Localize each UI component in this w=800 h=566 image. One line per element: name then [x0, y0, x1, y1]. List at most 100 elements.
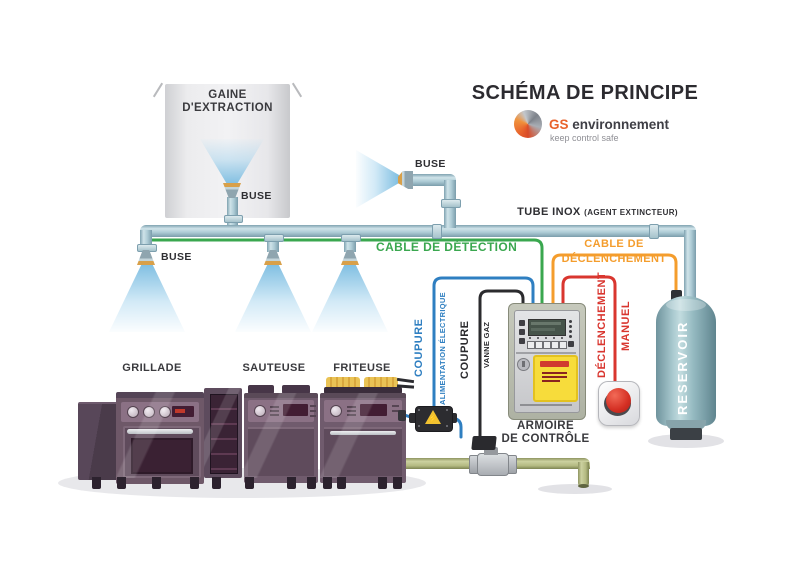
appliance-foot [190, 477, 199, 489]
pipe-joint-branch [441, 199, 461, 208]
saute-tray-2 [282, 385, 310, 394]
fryer-label: FRITEUSE [333, 362, 391, 374]
nozzle-3 [341, 250, 359, 265]
gas-valve-neck [484, 447, 498, 455]
manual-trigger-label-line1: DÉCLENCHEMENT [596, 271, 608, 378]
cabinet-indicator [519, 320, 525, 326]
pipe-joint-stub-3 [341, 234, 361, 242]
cabinet-indicator [519, 329, 525, 335]
saute-vent-2 [270, 410, 279, 412]
cabinet-button[interactable] [551, 341, 559, 349]
cabinet-label-line2: DE CONTRÔLE [501, 432, 590, 445]
cabinet-lcd-row [531, 322, 561, 325]
cabinet-led [569, 330, 572, 333]
duct-label-line1: GAINE [208, 89, 247, 101]
cut-gas-label: COUPURE [459, 320, 471, 379]
pipe-joint-stub-2 [264, 234, 284, 242]
sticker-text-line [542, 380, 560, 382]
oven-window [131, 438, 193, 474]
cable-trigger-line2: DÉCLENCHEMENT [561, 253, 667, 265]
gas-pipe-shadow [538, 484, 612, 494]
sticker-text-line [542, 372, 567, 374]
fryer-vent-2 [347, 410, 356, 412]
cabinet-indicator [519, 338, 525, 344]
appliance-foot [337, 477, 346, 489]
appliance-foot [287, 477, 296, 489]
cabinet-button-dark[interactable] [568, 341, 574, 347]
rack-interior [210, 394, 238, 474]
cabinet-led [569, 335, 572, 338]
pipe-joint-duct-stem [224, 215, 243, 223]
pipe-joint-main-2 [649, 224, 659, 239]
gas-pipe-elbow [578, 462, 589, 487]
appliance-foot [152, 477, 161, 489]
reservoir-label: RESERVOIR [675, 320, 690, 415]
saute-tray-1 [248, 385, 274, 394]
cabinet-button[interactable] [535, 341, 543, 349]
sticker-text-line [542, 376, 567, 378]
fryer-vent-1 [347, 406, 356, 408]
junction-box-screw [446, 425, 448, 427]
fryer-vent-5 [392, 410, 399, 412]
nozzle-duct [223, 183, 241, 198]
gas-pipe-opening [578, 484, 589, 488]
nozzle-top-label: BUSE [415, 158, 446, 170]
saute-display [283, 404, 308, 416]
cabinet-lcd-row [531, 328, 555, 331]
nozzle-top [398, 171, 413, 189]
junction-box-screw [418, 409, 420, 411]
power-cut-cable [432, 276, 535, 408]
sticker-header-band [540, 361, 569, 367]
brand-logo-text: GS environnement [549, 117, 669, 132]
junction-box-lug-right [449, 413, 457, 423]
cabinet-led [561, 337, 563, 339]
appliance-foot [92, 477, 101, 489]
duct-label: GAINE D'EXTRACTION [165, 89, 290, 114]
tube-inox-paren: (AGENT EXTINCTEUR) [584, 208, 678, 217]
oven-knob-2 [143, 406, 155, 418]
nozzle-left-label: BUSE [161, 251, 192, 263]
junction-box-screw [446, 409, 448, 411]
saute-vent-6 [310, 415, 316, 417]
appliance-foot [245, 477, 254, 489]
cabinet-button[interactable] [527, 341, 535, 349]
cabinet-label-line1: ARMOIRE [516, 420, 575, 432]
cabinet-led [553, 337, 555, 339]
tube-inox-main: TUBE INOX [517, 206, 581, 218]
reservoir-base [670, 428, 702, 440]
appliance-foot [323, 477, 332, 489]
brand-tagline: keep control safe [550, 133, 619, 143]
gas-valve-body [477, 453, 509, 476]
duct-label-line2: D'EXTRACTION [182, 101, 273, 114]
junction-box-screw [418, 425, 420, 427]
fryer-knob [330, 405, 342, 417]
fryer-vent-3 [347, 414, 356, 416]
saute-vent-1 [270, 406, 279, 408]
saute-knob [254, 405, 266, 417]
appliance-foot [307, 477, 316, 489]
page-title: SCHÉMA DE PRINCIPE [471, 82, 699, 104]
cut-gas-sublabel: VANNE GAZ [482, 321, 491, 368]
brand-logo-icon [514, 110, 542, 138]
cabinet-left [78, 402, 118, 480]
cabinet-led [569, 320, 572, 323]
cabinet-led [569, 325, 572, 328]
reservoir-skirt [666, 420, 706, 430]
detection-cable [150, 238, 544, 314]
manual-trigger-button[interactable] [606, 388, 631, 413]
cut-power-label: COUPURE [413, 318, 425, 377]
cabinet-led [529, 337, 531, 339]
lightning-bolt-icon: ⚡ [428, 414, 438, 423]
cabinet-led [545, 337, 547, 339]
pipe-reservoir-drop [684, 230, 696, 302]
fryer-door [324, 427, 402, 476]
fryer-basket-rim [324, 387, 402, 394]
pipe-joint-main-1 [432, 224, 442, 239]
cabinet-button[interactable] [543, 341, 551, 349]
cable-trigger-line1: CABLE DE [584, 238, 644, 250]
cabinet-button[interactable] [559, 341, 567, 349]
saute-door [248, 427, 314, 476]
brand-gs: GS [549, 117, 569, 132]
reservoir-shadow [648, 434, 724, 448]
